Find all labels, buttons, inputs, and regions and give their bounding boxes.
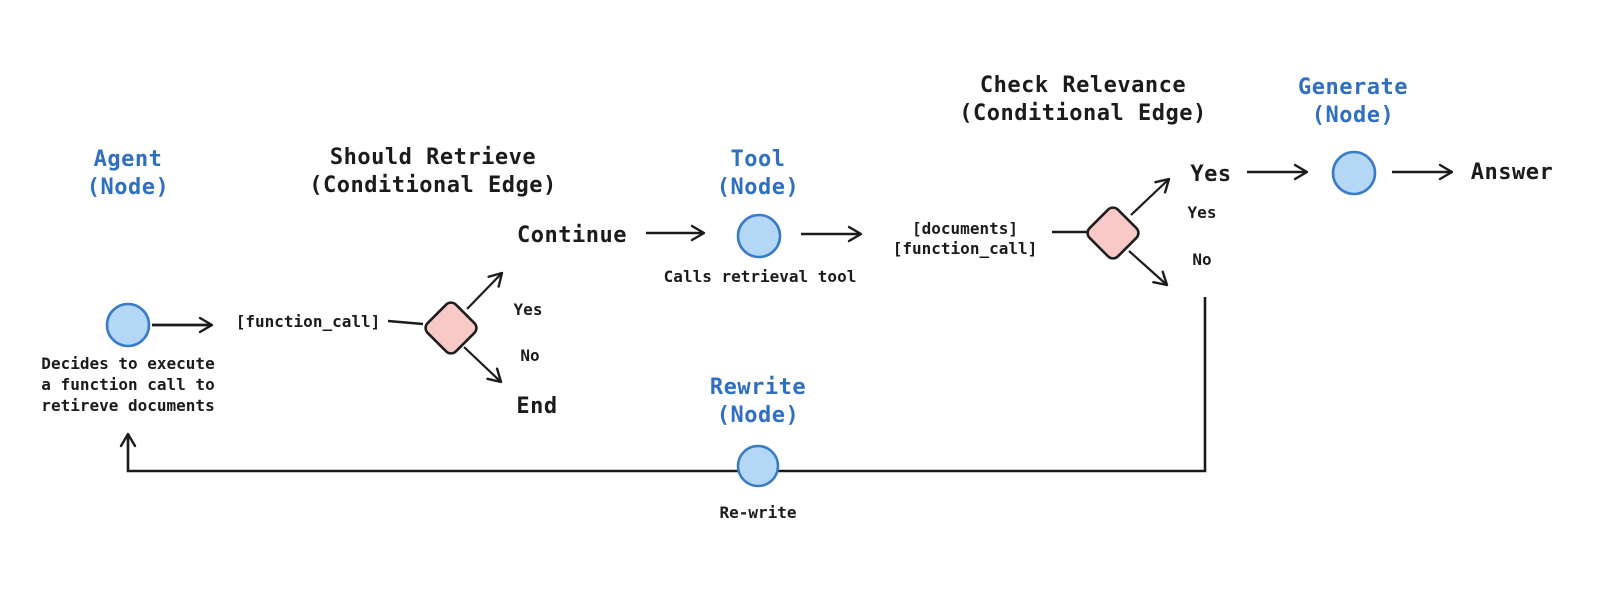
check-relevance-diamond — [1086, 206, 1140, 260]
generate-node-title: Generate (Node) — [1298, 75, 1408, 128]
generate-node-circle — [1331, 150, 1377, 196]
agent-node-circle — [105, 302, 151, 348]
tool-node-circle — [736, 213, 782, 259]
arrow-should-retrieve-yes — [466, 271, 504, 310]
rewrite-node-circle — [736, 444, 780, 488]
should-retrieve-diamond — [424, 301, 478, 355]
tool-node-caption: Calls retrieval tool — [663, 267, 857, 286]
continue-branch-label: Continue — [517, 223, 627, 248]
function-call-state-label: [function_call] — [235, 312, 381, 331]
should-retrieve-no-label: No — [520, 346, 540, 365]
check-relevance-yes-branch-label: Yes — [1190, 162, 1232, 187]
check-relevance-title: Check Relevance (Conditional Edge) — [959, 73, 1207, 126]
edge-function-call-to-diamond — [387, 319, 424, 326]
arrow-check-relevance-yes — [1130, 177, 1171, 216]
arrow-rewrite-loop-to-agent — [119, 297, 1207, 473]
check-relevance-no-label: No — [1192, 250, 1212, 269]
should-retrieve-title: Should Retrieve (Conditional Edge) — [309, 145, 557, 198]
tool-node-title: Tool (Node) — [716, 147, 800, 200]
agent-node-title: Agent (Node) — [86, 147, 170, 200]
agent-node-caption: Decides to execute a function call to re… — [41, 354, 215, 415]
rewrite-node-caption: Re-write — [719, 503, 797, 522]
answer-label: Answer — [1470, 160, 1554, 185]
arrow-should-retrieve-no-to-end — [463, 346, 503, 384]
end-label: End — [516, 394, 558, 419]
arrow-check-relevance-no — [1128, 250, 1169, 287]
rewrite-node-title: Rewrite (Node) — [709, 375, 807, 428]
documents-state-label: [documents] [function_call] — [892, 219, 1038, 258]
should-retrieve-yes-label: Yes — [513, 300, 543, 319]
check-relevance-yes-label: Yes — [1187, 203, 1217, 222]
